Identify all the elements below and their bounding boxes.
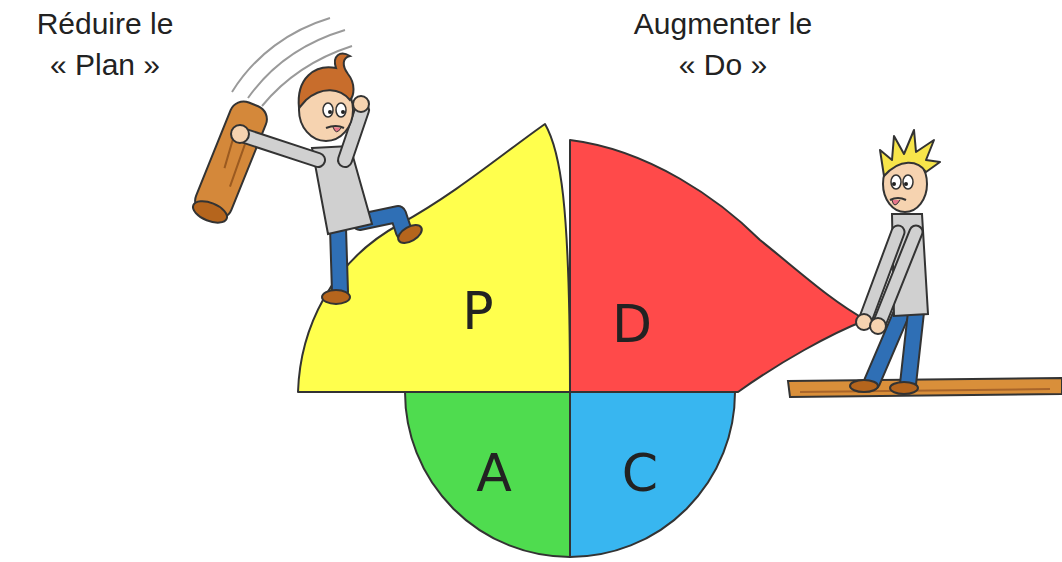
quadrant-shape (570, 392, 735, 557)
arm (245, 136, 318, 160)
shoe (890, 382, 918, 394)
log-end (190, 197, 230, 227)
pdca-letter: C (622, 445, 658, 502)
leg-outline (908, 312, 916, 384)
shoe (322, 290, 350, 304)
quadrant-outline (566, 134, 866, 396)
caption-note: Augmenter le « Do » (588, 4, 858, 85)
hair (299, 54, 354, 108)
jeans-leg (338, 228, 340, 292)
hand (870, 318, 886, 334)
pdca-quadrant: D (566, 134, 866, 396)
arm (880, 232, 916, 322)
tongue (333, 127, 341, 132)
eye (891, 175, 901, 189)
pdca-letter: A (476, 445, 512, 502)
pupil (892, 182, 896, 186)
hand (231, 125, 249, 143)
jeans-leg (908, 312, 916, 384)
pdca-quadrant: C (566, 388, 739, 560)
shoe (850, 380, 878, 392)
eye (903, 175, 913, 189)
eye (336, 103, 346, 117)
quadrant-outline (294, 120, 576, 396)
tongue (892, 200, 900, 205)
leg-outline (338, 228, 340, 292)
eye (323, 103, 333, 117)
arm-outline (880, 232, 916, 322)
pdca-letter: P (462, 283, 493, 340)
plank (788, 378, 1062, 397)
pupil (328, 110, 332, 114)
arm-outline (245, 136, 318, 160)
quadrant-shape (570, 140, 866, 392)
pdca-quadrant: A (401, 388, 574, 560)
plank-shade (800, 389, 1050, 392)
pupil (341, 110, 345, 114)
caption-note: Réduire le « Plan » (2, 4, 208, 85)
hair (880, 130, 940, 176)
mouth (890, 198, 906, 200)
pdca-letter: D (612, 296, 652, 353)
pupil (904, 182, 908, 186)
pdca-quadrant: P (294, 120, 576, 396)
quadrant-shape (405, 392, 570, 557)
hand (353, 96, 369, 112)
quadrant-shape (298, 124, 570, 392)
log (189, 97, 271, 227)
